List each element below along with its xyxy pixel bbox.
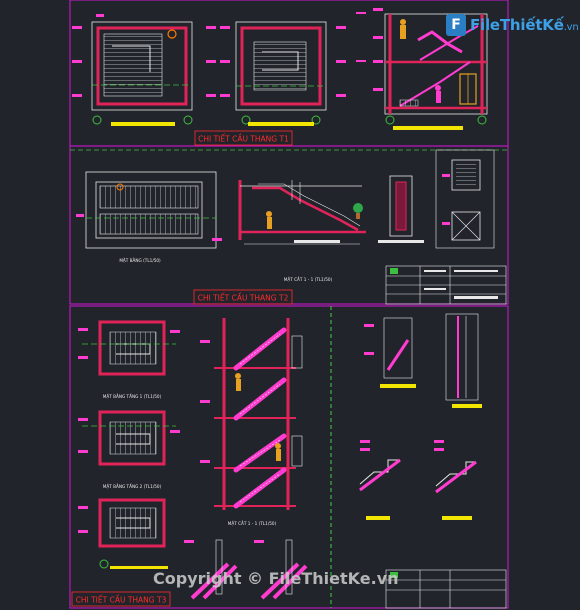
t3-bottom-stairs: [184, 539, 308, 600]
t3-plan-3: [98, 498, 168, 569]
t2-section-label: MẶT CẮT 1 - 1 (TL1/50): [284, 277, 333, 282]
t1-plan-left: [91, 21, 193, 126]
t3-plan-2: MẶT BẰNG TẦNG 2 (TL1/50): [82, 410, 176, 489]
t3-plan2-label: MẶT BẰNG TẦNG 2 (TL1/50): [103, 484, 162, 489]
t2-title: CHI TIẾT CẦU THANG T2: [198, 293, 289, 303]
t2-title-block: CHI TIẾT CẦU THANG T2: [193, 289, 293, 305]
t1-dimension-marks: [72, 14, 346, 97]
logo-icon: F: [446, 14, 466, 36]
t3-section: MẶT CẮT 1 - 1 (TL1/50): [214, 318, 303, 526]
copyright-watermark: Copyright © FileThietKe.vn: [153, 569, 399, 588]
logo-text: FileThiếtKế.vn: [470, 16, 579, 34]
t2-right-details: [378, 149, 495, 249]
t3-title: CHI TIẾT CẦU THANG T3: [76, 595, 167, 605]
t3-title-table: [385, 569, 507, 609]
t3-plan1-label: MẶT BẰNG TẦNG 1 (TL1/50): [103, 394, 162, 399]
t3-plan-1: MẶT BẰNG TẦNG 1 (TL1/50): [82, 320, 176, 399]
t3-detail-right: [359, 313, 482, 520]
t1-title-block: CHI TIẾT CẦU THANG T1: [194, 130, 293, 146]
t1-title: CHI TIẾT CẦU THANG T1: [198, 134, 289, 144]
t3-section-label: MẶT CẮT 1 - 1 (TL1/50): [228, 521, 277, 526]
t1-section: [356, 8, 488, 130]
t1-plan-middle: [235, 21, 327, 126]
filethietke-logo: F FileThiếtKế.vn: [446, 14, 579, 36]
t2-plan-label: MẶT BẰNG (TL1/50): [119, 258, 161, 263]
t2-title-table: [385, 265, 507, 305]
t3-title-block: CHI TIẾT CẦU THANG T3: [71, 591, 171, 607]
t2-section: MẶT CẮT 1 - 1 (TL1/50): [238, 180, 366, 282]
t3-dimension-marks: [78, 328, 210, 533]
t2-plan: MẶT BẰNG (TL1/50): [76, 171, 222, 263]
